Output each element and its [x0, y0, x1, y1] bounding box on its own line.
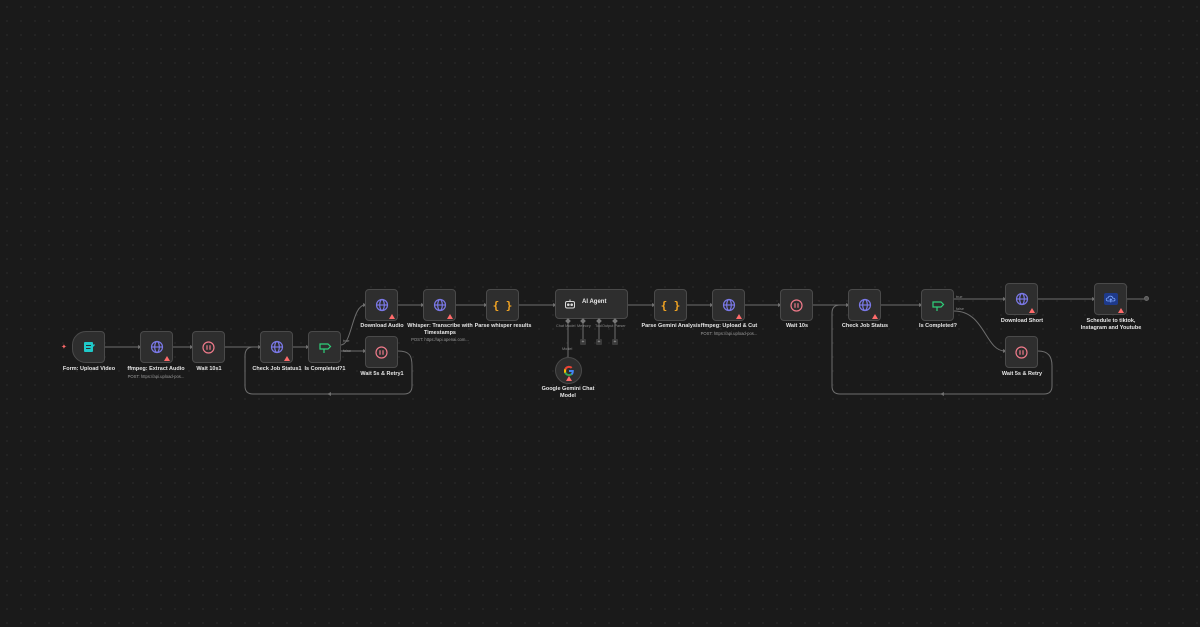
add-tool-button[interactable]: + — [596, 339, 602, 345]
port-tool-label: Tool — [595, 324, 602, 328]
add-output-parser-button[interactable]: + — [612, 339, 618, 345]
signpost-icon — [922, 290, 953, 320]
node-schedule-social[interactable] — [1094, 283, 1127, 315]
warning-icon — [1118, 308, 1124, 313]
warning-icon — [284, 356, 290, 361]
node-ffmpeg-extract-audio[interactable] — [140, 331, 173, 363]
node-download-audio[interactable] — [365, 289, 398, 321]
warning-icon — [872, 314, 878, 319]
gemini-port-label: Model — [562, 347, 573, 351]
node-is-completed1[interactable] — [308, 331, 341, 363]
branch-false-label: false — [956, 307, 965, 311]
label-wait-5s-retry1: Wait 5s & Retry1 — [360, 371, 404, 377]
pause-icon — [781, 290, 812, 320]
warning-icon — [1029, 308, 1035, 313]
branch-false-label: false — [343, 349, 352, 353]
pause-icon — [193, 332, 224, 362]
node-wait-10s1[interactable] — [192, 331, 225, 363]
braces-icon: { } — [660, 298, 681, 312]
label-wait-10s: Wait 10s — [785, 323, 809, 329]
label-is-completed1: Is Completed?1 — [304, 366, 346, 372]
globe-icon — [713, 290, 744, 320]
node-is-completed[interactable] — [921, 289, 954, 321]
add-next-node-handle[interactable] — [1144, 296, 1149, 301]
node-whisper-transcribe[interactable] — [423, 289, 456, 321]
port-output-parser-label: Output Parser — [602, 324, 626, 328]
branch-true-label: true — [343, 339, 350, 343]
label-wait-5s-retry: Wait 5s & Retry — [1001, 371, 1043, 377]
sublabel-whisper-transcribe: POST: https://api.openai.com... — [411, 337, 469, 342]
label-download-audio: Download Audio — [360, 323, 404, 329]
label-google-gemini-chat-model: Google Gemini Chat Model — [541, 386, 595, 399]
node-parse-whisper-results[interactable]: { } — [486, 289, 519, 321]
label-parse-gemini-analysis: Parse Gemini Analysis — [641, 323, 701, 329]
edge-iscomp2-retry — [953, 310, 1006, 352]
globe-icon — [261, 332, 292, 362]
port-chat-model-label: Chat Model — [556, 324, 576, 328]
warning-icon — [389, 314, 395, 319]
label-ffmpeg-extract-audio: ffmpeg: Extract Audio — [127, 366, 185, 372]
globe-icon — [849, 290, 880, 320]
google-icon — [556, 358, 581, 383]
label-parse-whisper-results: Parse whisper results — [474, 323, 532, 329]
label-ai-agent: AI Agent — [582, 299, 607, 305]
warning-icon — [736, 314, 742, 319]
globe-icon — [1006, 284, 1037, 314]
label-is-completed: Is Completed? — [919, 323, 957, 329]
edge-iscomp1-download — [340, 304, 366, 346]
label-download-short: Download Short — [1000, 318, 1044, 324]
label-check-job-status1: Check Job Status1 — [252, 366, 302, 372]
node-google-gemini-chat-model[interactable] — [555, 357, 582, 384]
warning-icon — [447, 314, 453, 319]
trigger-bolt-icon: ✦ — [61, 344, 67, 351]
globe-icon — [424, 290, 455, 320]
sublabel-ffmpeg-upload-cut: POST: https://api.upload-pos... — [700, 331, 758, 336]
robot-icon — [564, 297, 576, 315]
globe-icon — [141, 332, 172, 362]
add-memory-button[interactable]: + — [580, 339, 586, 345]
pause-icon — [1006, 337, 1037, 367]
braces-icon: { } — [492, 298, 513, 312]
label-whisper-transcribe: Whisper: Transcribe with Timestamps — [407, 323, 473, 336]
node-check-job-status[interactable] — [848, 289, 881, 321]
warning-icon — [566, 376, 572, 381]
label-wait-10s1: Wait 10s1 — [196, 366, 222, 372]
edge-retry2-loop — [831, 304, 1053, 395]
pause-icon — [366, 337, 397, 367]
node-wait-5s-retry[interactable] — [1005, 336, 1038, 368]
signpost-icon — [309, 332, 340, 362]
node-check-job-status1[interactable] — [260, 331, 293, 363]
label-schedule-social: Schedule to tiktok, Instagram and Youtub… — [1080, 318, 1142, 331]
node-ffmpeg-upload-cut[interactable] — [712, 289, 745, 321]
label-check-job-status: Check Job Status — [841, 323, 889, 329]
edge-retry1-loop — [244, 346, 413, 395]
node-form-upload-video[interactable] — [72, 331, 105, 363]
globe-icon — [366, 290, 397, 320]
node-wait-10s[interactable] — [780, 289, 813, 321]
node-download-short[interactable] — [1005, 283, 1038, 315]
sublabel-ffmpeg-extract-audio: POST: https://api.upload-pos... — [127, 374, 185, 379]
label-form-upload-video: Form: Upload Video — [62, 366, 116, 372]
node-wait-5s-retry1[interactable] — [365, 336, 398, 368]
node-ai-agent[interactable]: AI Agent — [555, 289, 628, 319]
port-memory-label: Memory — [577, 324, 591, 328]
warning-icon — [164, 356, 170, 361]
branch-true-label: true — [956, 295, 963, 299]
form-icon — [73, 332, 104, 362]
node-parse-gemini-analysis[interactable]: { } — [654, 289, 687, 321]
label-ffmpeg-upload-cut: ffmpeg: Upload & Cut — [700, 323, 758, 329]
cloud-upload-icon — [1095, 284, 1126, 314]
